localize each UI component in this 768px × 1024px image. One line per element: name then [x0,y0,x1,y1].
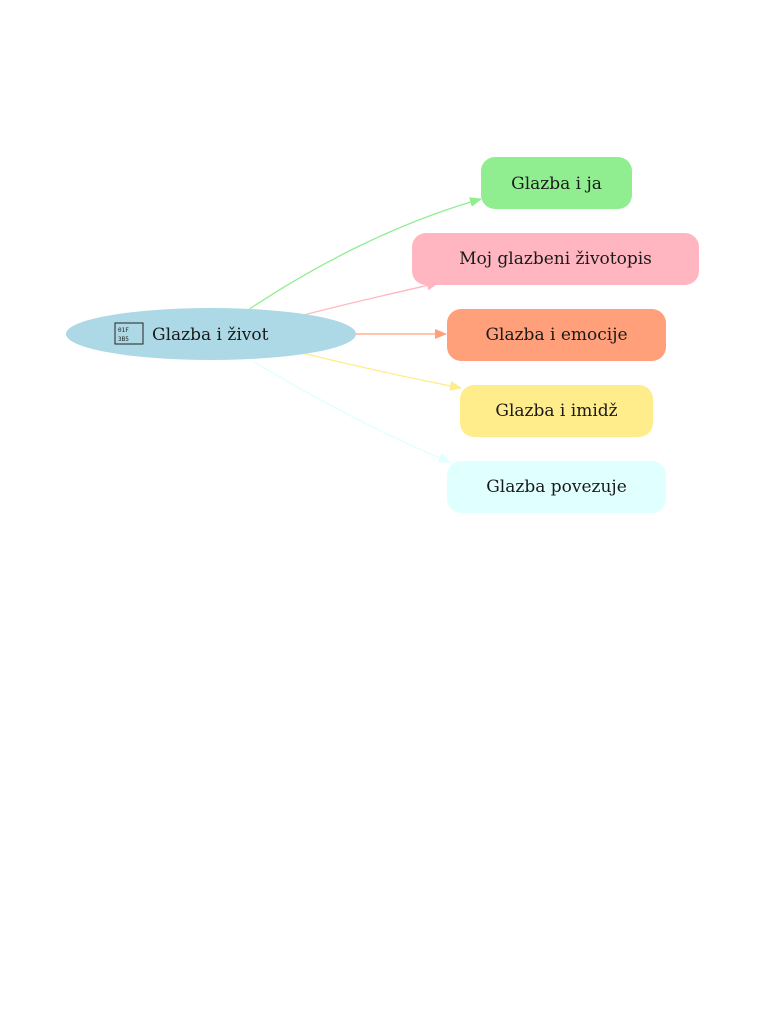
child-node-label: Glazba povezuje [486,477,627,497]
child-node-glazba-povezuje: Glazba povezuje [447,461,666,513]
child-node-label: Moj glazbeni životopis [459,249,652,269]
edge-glazba-i-imidz [301,352,462,391]
svg-text:3B5: 3B5 [118,336,129,343]
svg-text:01F: 01F [118,327,129,334]
child-node-label: Glazba i emocije [485,325,627,345]
replacement-glyph-icon: 01F 3B5 [114,322,144,345]
child-node-glazba-i-imidz: Glazba i imidž [460,385,653,437]
child-node-moj-glazbeni-zivotopis: Moj glazbeni životopis [412,233,699,285]
root-node-shape [66,308,356,360]
child-node-glazba-i-emocije: Glazba i emocije [447,309,666,361]
edge-moj-glazbeni-zivotopis [299,280,439,317]
edges [247,197,482,463]
child-node-label: Glazba i imidž [495,401,617,421]
root-node-label: Glazba i život [152,325,269,345]
child-node-shape [447,461,666,513]
child-node-shape [481,157,632,209]
child-node-shape [460,385,653,437]
child-node-label: Glazba i ja [511,174,602,194]
edge-glazba-povezuje [253,361,451,463]
child-node-glazba-i-ja: Glazba i ja [481,157,632,209]
child-node-shape [412,233,699,285]
child-node-shape [447,309,666,361]
root-node: 01F 3B5 Glazba i život [66,308,356,360]
edge-glazba-i-ja [247,197,482,311]
